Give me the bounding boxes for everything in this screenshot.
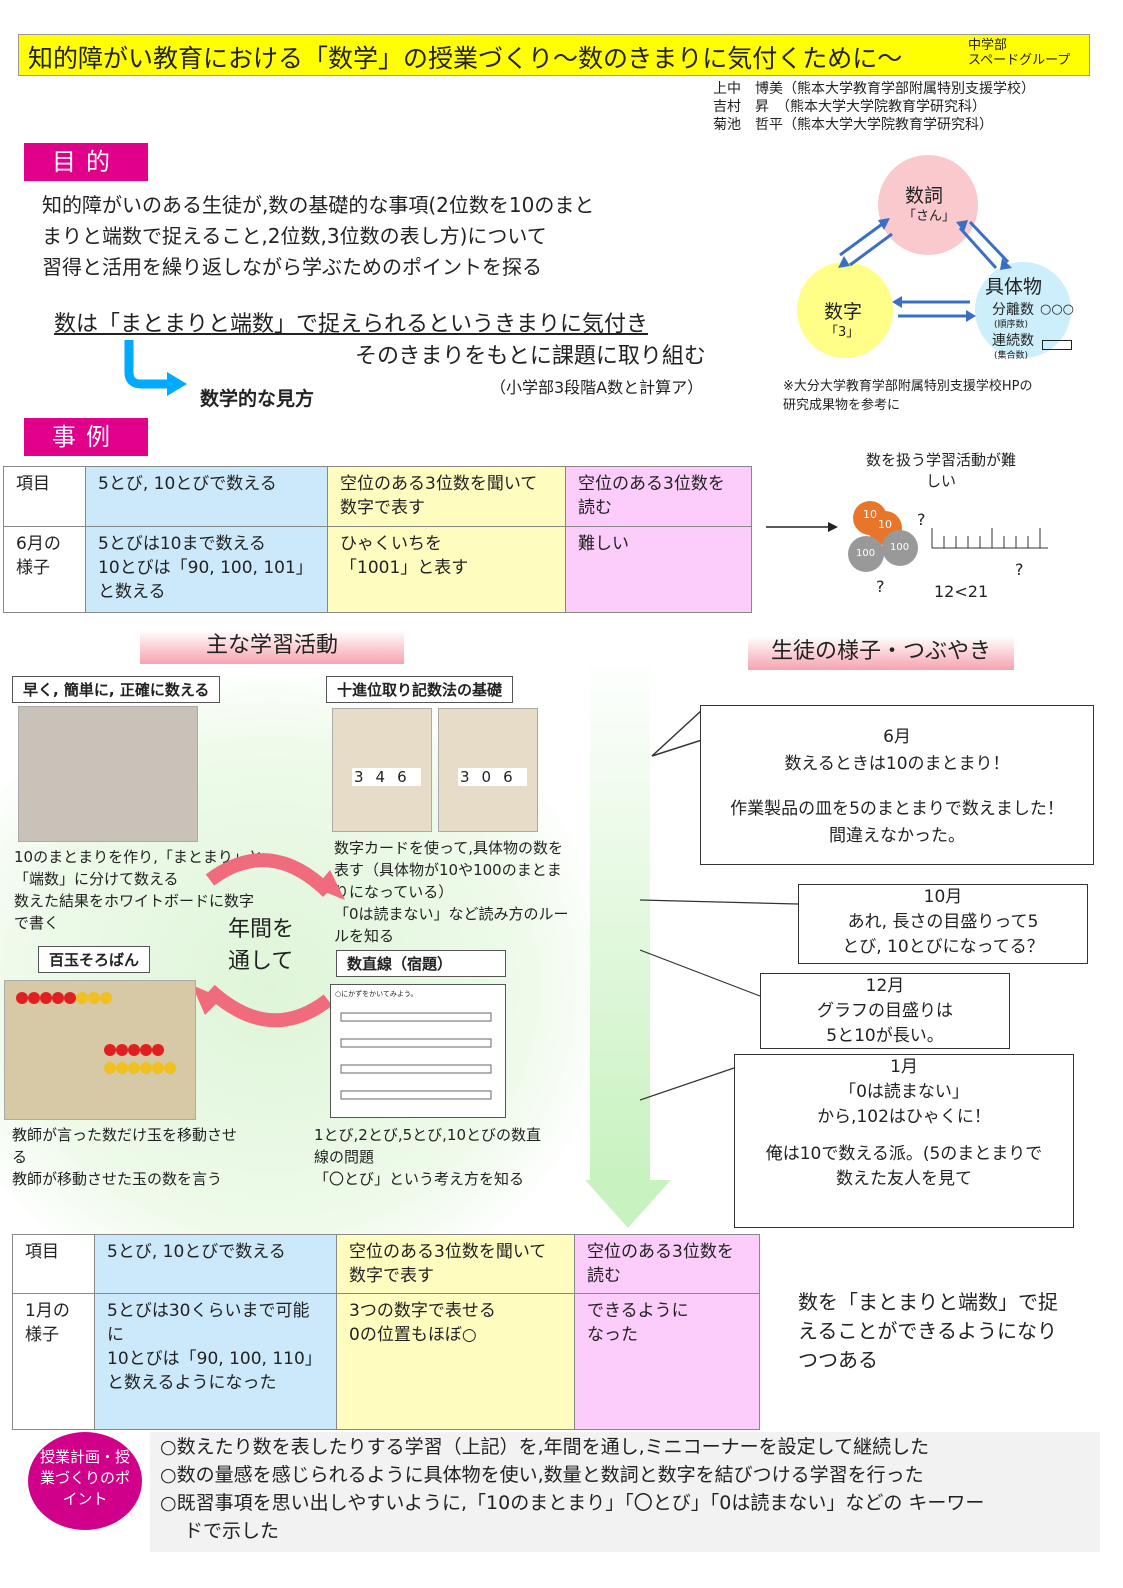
cycle-arrows-icon [192,853,345,1028]
compare-text: 12<21 [934,582,989,601]
triangle-suji: 数字 [824,301,863,323]
activity-caption: 数字カードを使って,具体物の数を表す（具体物が10や100のまとまりになっている… [334,839,569,945]
activity-title: 数直線（宿題） [336,950,506,977]
students-heading: 生徒の様子・つぶやき [748,636,1014,670]
down-right-arrow-icon [124,340,187,396]
triangle-sushi-sub: 「さん」 [903,209,956,224]
activity-caption: 10のまとまりを作り,「まとまり」と「端数」に分けて数える 数えた結果をホワイト… [14,848,263,932]
cycle-text: 年間を 通して [228,917,295,974]
rule-line2: そのきまりをもとに課題に取り組む [355,344,706,369]
page-title: 知的障がい教育における「数学」の授業づくり〜数のきまりに気付くために〜 [28,44,903,73]
activity-title: 早く, 簡単に, 正確に数える [12,676,221,703]
points-background [150,1432,1100,1552]
activity-caption: 教師が言った数だけ玉を移動させる 教師が移動させた玉の数を言う [12,1126,238,1188]
question-mark: ? [917,510,926,529]
down-arrow-icon [585,1180,671,1228]
case-label: 事例 [24,418,148,456]
coin-label: 100 [890,542,910,553]
bubble-connectors [640,899,799,1101]
author-list: 上中 博美（熊本大学教育学部附属特別支援学校） 吉村 昇 （熊本大学大学院教育学… [713,80,1035,134]
activity-caption: 1とび,2とび,5とび,10とびの数直線の問題 「〇とび」という考え方を知る [314,1126,542,1188]
coins-and-ruler-illustration [848,501,1048,572]
january-table: 項目 5とび, 10とびで数える 空位のある3位数を聞いて数字で表す 空位のある… [12,1234,760,1430]
triangle-note: ※大分大学教育学部附属特別支援学校HPの 研究成果物を参考に [783,379,1033,413]
triangle-sushi: 数詞 [905,185,944,207]
purpose-text: 知的障がいのある生徒が,数の基礎的な事項(2位数を10のまと まりと端数で捉える… [42,193,595,279]
rule-line1: 数は「まとまりと端数」で捉えられるというきまりに気付き [54,312,649,337]
bar-icon [1042,340,1072,350]
coin-label: 10 [863,508,877,521]
number-card: 346 [352,768,421,786]
author: 吉村 昇 （熊本大学大学院教育学研究科） [713,99,986,115]
coin-label: 100 [856,548,876,559]
coin-label: 10 [878,518,892,531]
question-mark: ? [1015,560,1024,579]
points-list: ○数えたり数を表したりする学習（上記）を,年間を通し,ミニコーナーを設定して継続… [160,1436,985,1542]
activity-title: 百玉そろばん [38,946,151,973]
activity-title: 十進位取り記数法の基礎 [326,676,514,703]
triangle-renzoku-sub: (集合数) [994,351,1029,361]
student-bubble-june: 6月数えるときは10のまとまり！作業製品の皿を5のまとまりで数えました！間違えな… [700,705,1094,865]
triangle-gutai: 具体物 [985,276,1043,298]
triangle-renzoku: 連続数 [992,333,1034,349]
points-badge: 授業計画・授業づくりのポイント [28,1432,142,1530]
triangle-suji-sub: 「3」 [825,325,860,340]
triangle-bunri-sub: (順序数) [994,320,1029,330]
title-bar [18,34,1090,76]
group-name: 中学部 スペードグループ [968,38,1071,68]
triangle-bunri: 分離数 [992,302,1034,318]
triangle-circles: ○○○ [1040,302,1075,317]
reference: （小学部3段階A数と計算ア） [490,378,704,397]
abacus-beads-illustration [16,992,176,1074]
counting-photo [18,706,198,842]
math-view: 数学的な見方 [200,388,315,410]
student-bubble-january: 1月「0は読まない」から,102はひゃくに！俺は10で数える派。(5のまとまりで… [734,1054,1074,1228]
author: 上中 博美（熊本大学教育学部附属特別支援学校） [713,81,1035,97]
difficulty-title: 数を扱う学習活動が難しい [866,451,1017,490]
right-arrow-icon [766,522,838,532]
number-line-worksheet: ○にかずをかいてみよう。 [330,984,506,1118]
number-card: 306 [458,768,527,786]
question-mark: ? [876,577,885,596]
author: 菊池 哲平（熊本大学大学院教育学研究科） [713,117,993,133]
number-triangle-diagram [797,155,1071,358]
june-table: 項目 5とび, 10とびで数える 空位のある3位数を聞いて数字で表す 空位のある… [3,466,752,613]
activities-heading: 主な学習活動 [140,630,404,664]
progress-arrow-shaft [590,650,650,1180]
summary-text: 数を「まとまりと端数」で捉えることができるようになりつつある [798,1290,1058,1372]
purpose-label: 目的 [24,143,148,181]
